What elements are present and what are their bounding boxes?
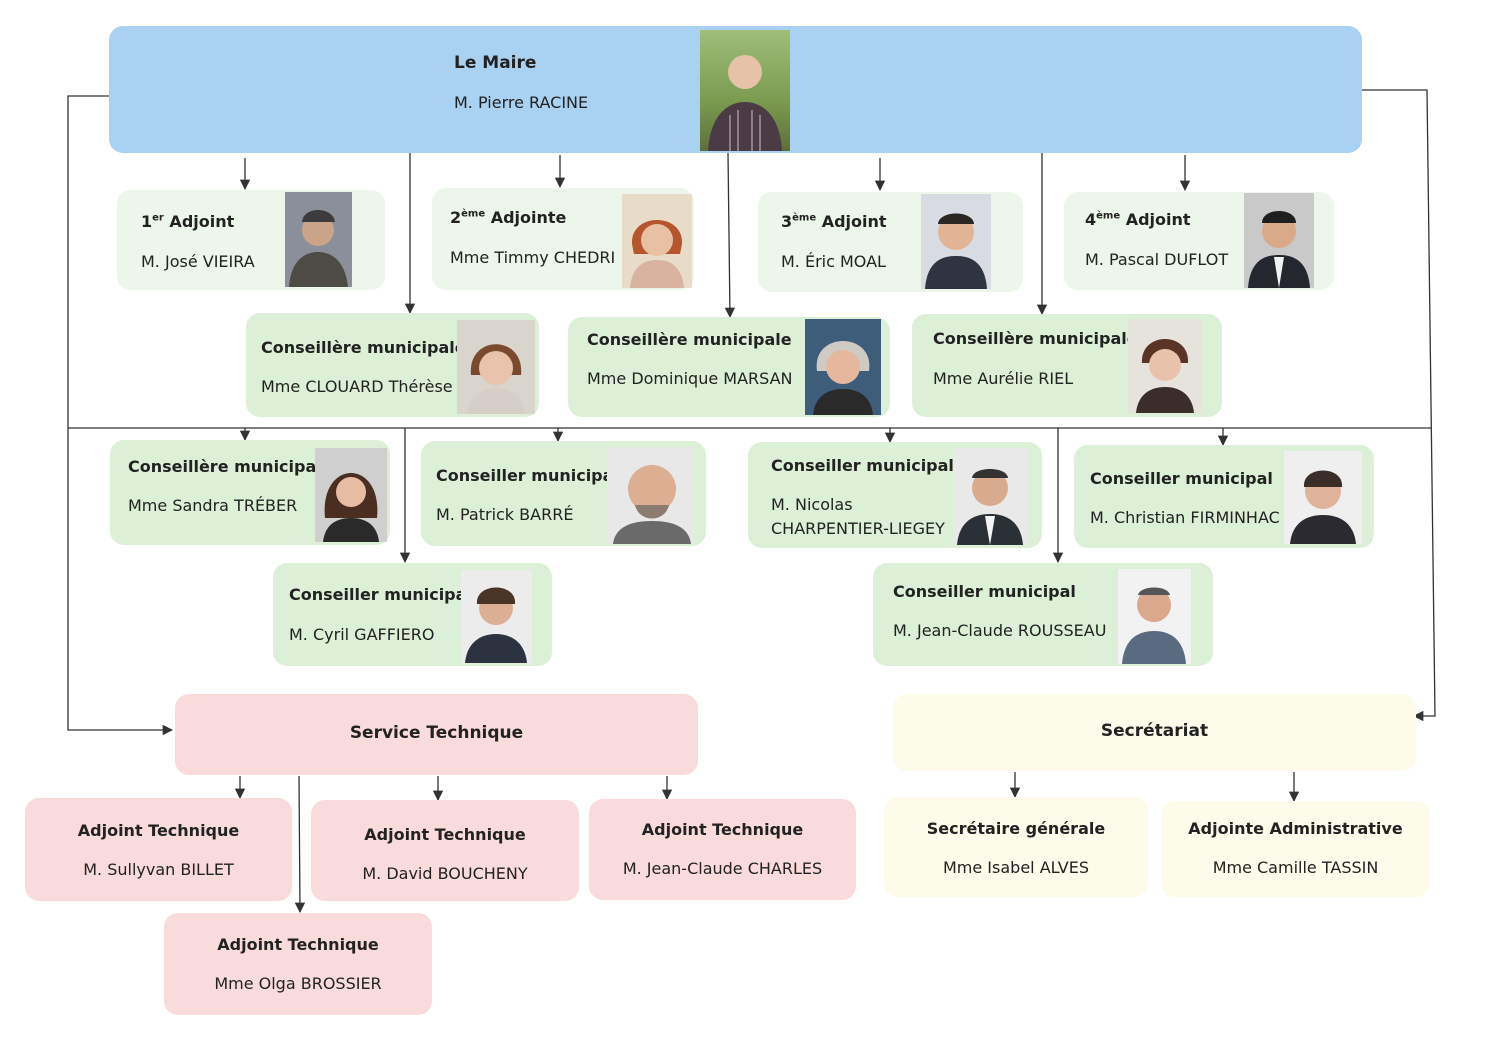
tech-staff-brossier-box: Adjoint Technique Mme Olga BROSSIER: [164, 913, 432, 1015]
councillor-riel-photo: [1128, 319, 1201, 413]
councillor-charpentier-photo: [953, 448, 1027, 545]
councillor-name: M. Jean-Claude ROUSSEAU: [893, 621, 1107, 640]
staff-role: Secrétaire générale: [926, 819, 1106, 838]
secretariat-staff-alves-box: Secrétaire générale Mme Isabel ALVES: [884, 797, 1148, 897]
councillor-name: Mme CLOUARD Thérèse: [261, 377, 453, 396]
mayor-photo: [700, 30, 790, 151]
councillor-marsan-box: Conseillère municipale Mme Dominique MAR…: [568, 317, 890, 417]
councillor-firminhac-box: Conseiller municipal M. Christian FIRMIN…: [1074, 445, 1374, 548]
councillor-role: Conseiller municipal: [289, 585, 472, 604]
councillor-barre-photo: [607, 447, 694, 544]
councillor-name: M. Patrick BARRÉ: [436, 505, 574, 524]
service-technique-title: Service Technique: [349, 723, 524, 743]
councillor-riel-box: Conseillère municipale Mme Aurélie RIEL: [912, 314, 1222, 417]
tech-staff-boucheny-box: Adjoint Technique M. David BOUCHENY: [311, 800, 579, 901]
staff-role: Adjoint Technique: [217, 935, 379, 954]
councillor-name: M. Christian FIRMINHAC: [1090, 508, 1280, 527]
adjoint-2-name: Mme Timmy CHEDRI: [450, 248, 616, 267]
councillor-clouard-photo: [457, 320, 535, 414]
staff-name: Mme Camille TASSIN: [1212, 858, 1379, 877]
mayor-box: Le Maire M. Pierre RACINE: [109, 26, 1362, 153]
staff-role: Adjointe Administrative: [1188, 819, 1403, 838]
secretariat-staff-tassin-box: Adjointe Administrative Mme Camille TASS…: [1161, 801, 1430, 897]
councillor-gaffiero-photo: [461, 570, 532, 663]
councillor-firminhac-photo: [1284, 451, 1362, 544]
councillor-rousseau-photo: [1118, 569, 1191, 664]
adjoint-1-box: 1er Adjoint M. José VIEIRA: [117, 190, 385, 290]
tech-staff-charles-box: Adjoint Technique M. Jean-Claude CHARLES: [589, 799, 856, 900]
councillor-clouard-box: Conseillère municipale Mme CLOUARD Thérè…: [246, 313, 539, 417]
adjoint-1-name: M. José VIEIRA: [141, 252, 255, 271]
councillor-treber-box: Conseillère municipale Mme Sandra TRÉBER: [110, 440, 390, 545]
adjoint-3-box: 3ème Adjoint M. Éric MOAL: [758, 192, 1023, 292]
councillor-charpentier-box: Conseiller municipal M. Nicolas CHARPENT…: [748, 442, 1042, 548]
staff-name: Mme Isabel ALVES: [942, 858, 1090, 877]
councillor-marsan-photo: [805, 319, 881, 415]
adjoint-1-photo: [285, 192, 352, 287]
councillor-role: Conseillère municipale: [261, 338, 466, 357]
councillor-role: Conseillère municipale: [587, 330, 792, 349]
councillor-name-line1: M. Nicolas: [771, 495, 853, 514]
councillor-name: Mme Aurélie RIEL: [933, 369, 1074, 388]
staff-name: Mme Olga BROSSIER: [214, 974, 382, 993]
connector-line: [294, 775, 306, 914]
tech-staff-billet-box: Adjoint Technique M. Sullyvan BILLET: [25, 798, 292, 901]
secretariat-title: Secrétariat: [1100, 721, 1209, 741]
mayor-role: Le Maire: [454, 53, 537, 73]
adjoint-2-photo: [622, 194, 692, 288]
councillor-name: M. Cyril GAFFIERO: [289, 625, 435, 644]
mayor-name: M. Pierre RACINE: [454, 93, 589, 112]
staff-name: M. Sullyvan BILLET: [83, 860, 234, 879]
adjoint-3-name: M. Éric MOAL: [781, 252, 886, 271]
adjoint-2-role: 2ème Adjointe: [450, 208, 567, 227]
councillor-role: Conseiller municipal: [893, 582, 1076, 601]
staff-role: Adjoint Technique: [364, 825, 526, 844]
connector-line: [1358, 89, 1436, 722]
councillor-gaffiero-box: Conseiller municipal M. Cyril GAFFIERO: [273, 563, 552, 666]
councillor-role: Conseillère municipale: [128, 457, 333, 476]
secretariat-box: Secrétariat: [893, 694, 1416, 771]
staff-name: M. David BOUCHENY: [362, 864, 528, 883]
adjoint-4-role: 4ème Adjoint: [1085, 210, 1191, 229]
staff-role: Adjoint Technique: [641, 820, 804, 839]
adjoint-2-box: 2ème Adjointe Mme Timmy CHEDRI: [432, 188, 694, 290]
councillor-role: Conseiller municipal: [436, 466, 619, 485]
adjoint-4-box: 4ème Adjoint M. Pascal DUFLOT: [1064, 192, 1334, 290]
connector-line: [724, 152, 736, 319]
staff-name: M. Jean-Claude CHARLES: [622, 859, 823, 878]
adjoint-3-photo: [921, 194, 991, 289]
councillor-role: Conseiller municipal: [1090, 469, 1273, 488]
service-technique-box: Service Technique: [175, 694, 698, 775]
councillor-rousseau-box: Conseiller municipal M. Jean-Claude ROUS…: [873, 563, 1213, 666]
councillor-name: Mme Dominique MARSAN: [587, 369, 793, 388]
adjoint-1-role: 1er Adjoint: [141, 212, 235, 231]
councillor-treber-photo: [315, 448, 387, 542]
councillor-role: Conseiller municipal: [771, 456, 954, 475]
councillor-barre-box: Conseiller municipal M. Patrick BARRÉ: [421, 441, 706, 546]
adjoint-4-name: M. Pascal DUFLOT: [1085, 250, 1229, 269]
connector-line: [67, 95, 174, 736]
adjoint-4-photo: [1244, 193, 1314, 288]
staff-role: Adjoint Technique: [77, 821, 240, 840]
councillor-name-line2: CHARPENTIER-LIEGEY: [771, 519, 945, 538]
adjoint-3-role: 3ème Adjoint: [781, 212, 887, 231]
councillor-name: Mme Sandra TRÉBER: [128, 496, 298, 515]
councillor-role: Conseillère municipale: [933, 329, 1138, 348]
